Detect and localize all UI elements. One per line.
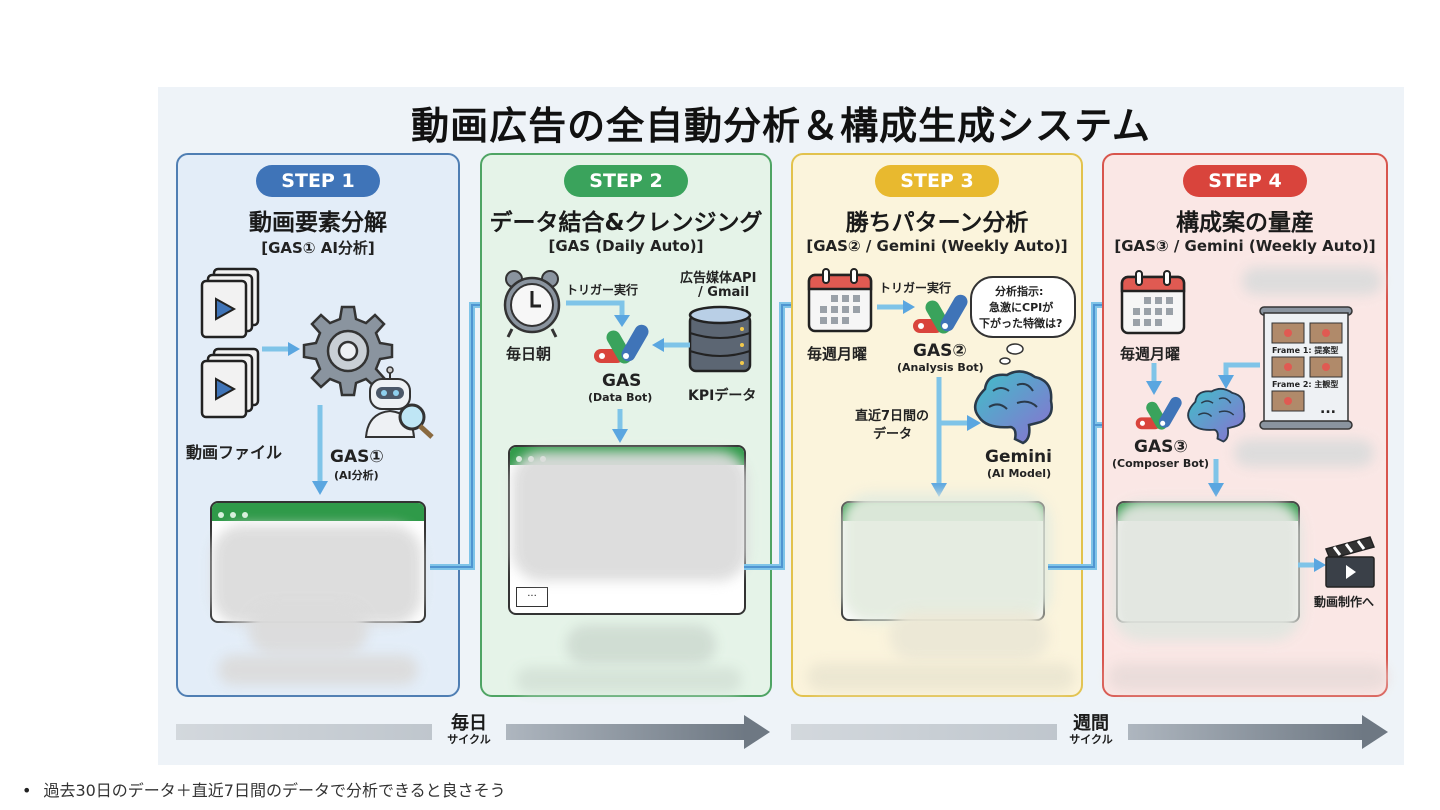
gas1-label: GAS①	[330, 447, 384, 467]
robot-magnifier-icon	[364, 366, 434, 439]
flow-arrow-icon	[312, 405, 328, 495]
composer-bot-label: (Composer Bot)	[1112, 457, 1210, 470]
step-3-title: 勝ちパターン分析	[845, 210, 1029, 236]
redacted-area	[512, 451, 748, 581]
kpi-data-label: KPIデータ	[688, 388, 757, 404]
daily-cycle-arrow-icon	[506, 715, 770, 749]
redacted-area	[1234, 439, 1374, 467]
gas1-sublabel: (AI分析)	[334, 469, 379, 482]
flow-arrow-icon	[1208, 459, 1224, 497]
gemini-label: Gemini	[985, 447, 1052, 467]
step-3-badge: STEP 3	[875, 165, 999, 197]
recent-data-label: データ	[873, 427, 913, 442]
redacted-area	[1242, 267, 1382, 295]
flow-arrow-icon	[566, 300, 630, 327]
weekly-cycle-label: 週間サイクル	[1069, 713, 1113, 747]
flow-arrow-icon	[652, 338, 690, 352]
redacted-area	[841, 493, 1051, 623]
step-4-panel: STEP 4 構成案の量産 [GAS③ / Gemini (Weekly Aut…	[1102, 153, 1388, 697]
gas3-label: GAS③	[1134, 437, 1188, 457]
weekly-monday-label: 毎週月曜	[1120, 345, 1181, 363]
weekly-monday-label: 毎週月曜	[807, 345, 868, 363]
recent-7days-label: 直近7日間の	[855, 409, 930, 424]
sheet-cell: ...	[516, 587, 548, 607]
redacted-area	[248, 605, 368, 655]
step-4-badge: STEP 4	[1183, 165, 1307, 197]
gas-logo-icon	[913, 294, 968, 334]
clapperboard-icon	[1324, 536, 1376, 588]
note-bullet: 過去30日のデータ＋直近7日間のデータで分析できると良さそう	[22, 777, 505, 801]
brain-icon	[1187, 387, 1246, 443]
bubble-text-line3: 下がった特徴は?	[979, 317, 1063, 330]
bubble-text-line2: 急激にCPIが	[989, 301, 1054, 314]
storyboard-scroll-icon	[1259, 306, 1353, 430]
gas-logo-icon	[1135, 396, 1182, 430]
daily-cycle-label: 毎日サイクル	[447, 713, 491, 747]
step-2-title: データ結合&クレンジング	[489, 210, 763, 236]
video-file-icon	[200, 267, 260, 419]
step-2-panel: STEP 2 データ結合&クレンジング [GAS (Daily Auto)] 毎…	[480, 153, 772, 697]
redacted-area	[218, 655, 418, 685]
redacted-area	[1108, 663, 1388, 691]
analysis-bot-label: (Analysis Bot)	[897, 361, 984, 374]
gmail-label: / Gmail	[698, 285, 750, 300]
to-production-label: 動画制作へ	[1314, 595, 1375, 609]
trigger-label: トリガー実行	[879, 281, 952, 295]
step-4-title: 構成案の量産	[1176, 210, 1314, 236]
flow-arrow-icon	[1218, 362, 1260, 389]
gas-logo-icon	[594, 324, 649, 364]
flow-arrow-icon	[931, 377, 981, 497]
step-1-subtitle: [GAS① AI分析]	[261, 239, 375, 257]
calendar-icon	[1120, 270, 1186, 335]
ad-api-label: 広告媒体API	[680, 271, 757, 286]
data-bot-label: (Data Bot)	[588, 391, 653, 404]
frame2-label: Frame 2: 主観型	[1272, 380, 1339, 389]
database-icon	[688, 305, 752, 373]
redacted-area	[889, 611, 1049, 661]
flow-arrow-icon	[1146, 363, 1162, 395]
alarm-clock-icon	[503, 270, 561, 338]
ai-model-label: (AI Model)	[987, 467, 1052, 480]
step-1-title: 動画要素分解	[249, 210, 387, 236]
step-4-subtitle: [GAS③ / Gemini (Weekly Auto)]	[1114, 237, 1376, 255]
speech-bubble-icon	[970, 276, 1076, 365]
video-files-label: 動画ファイル	[186, 443, 283, 462]
daily-cycle-bar-left	[176, 724, 432, 740]
weekly-cycle-arrow-icon	[1128, 715, 1388, 749]
redacted-area	[1112, 501, 1302, 641]
calendar-icon	[807, 268, 873, 333]
gas-label: GAS	[602, 371, 642, 391]
daily-morning-label: 毎日朝	[506, 345, 552, 363]
redacted-area	[516, 667, 742, 693]
flow-arrow-icon	[1298, 558, 1326, 572]
bubble-text-line1: 分析指示:	[995, 285, 1044, 298]
step-3-panel: STEP 3 勝ちパターン分析 [GAS② / Gemini (Weekly A…	[791, 153, 1083, 697]
trigger-label: トリガー実行	[566, 283, 639, 297]
brain-icon	[973, 370, 1053, 445]
frame1-label: Frame 1: 提案型	[1272, 346, 1339, 355]
gas2-label: GAS②	[913, 341, 967, 361]
redacted-area	[807, 663, 1075, 691]
more-frames-label: ...	[1320, 401, 1336, 417]
infographic-title: 動画広告の全自動分析＆構成生成システム	[411, 104, 1151, 148]
flow-arrow-icon	[612, 409, 628, 443]
gear-icon	[302, 305, 394, 397]
step-2-subtitle: [GAS (Daily Auto)]	[548, 237, 704, 255]
step-1-panel: STEP 1 動画要素分解 [GAS① AI分析]	[176, 153, 460, 697]
step-3-subtitle: [GAS② / Gemini (Weekly Auto)]	[806, 237, 1068, 255]
step-1-badge: STEP 1	[256, 165, 380, 197]
system-infographic: 動画広告の全自動分析＆構成生成システム STEP 1 動画要素分解 [GAS① …	[158, 87, 1404, 765]
redacted-area	[566, 625, 716, 665]
flow-arrow-icon	[262, 342, 300, 356]
flow-arrow-icon	[877, 300, 915, 314]
weekly-cycle-bar-left	[791, 724, 1057, 740]
step-2-badge: STEP 2	[564, 165, 688, 197]
